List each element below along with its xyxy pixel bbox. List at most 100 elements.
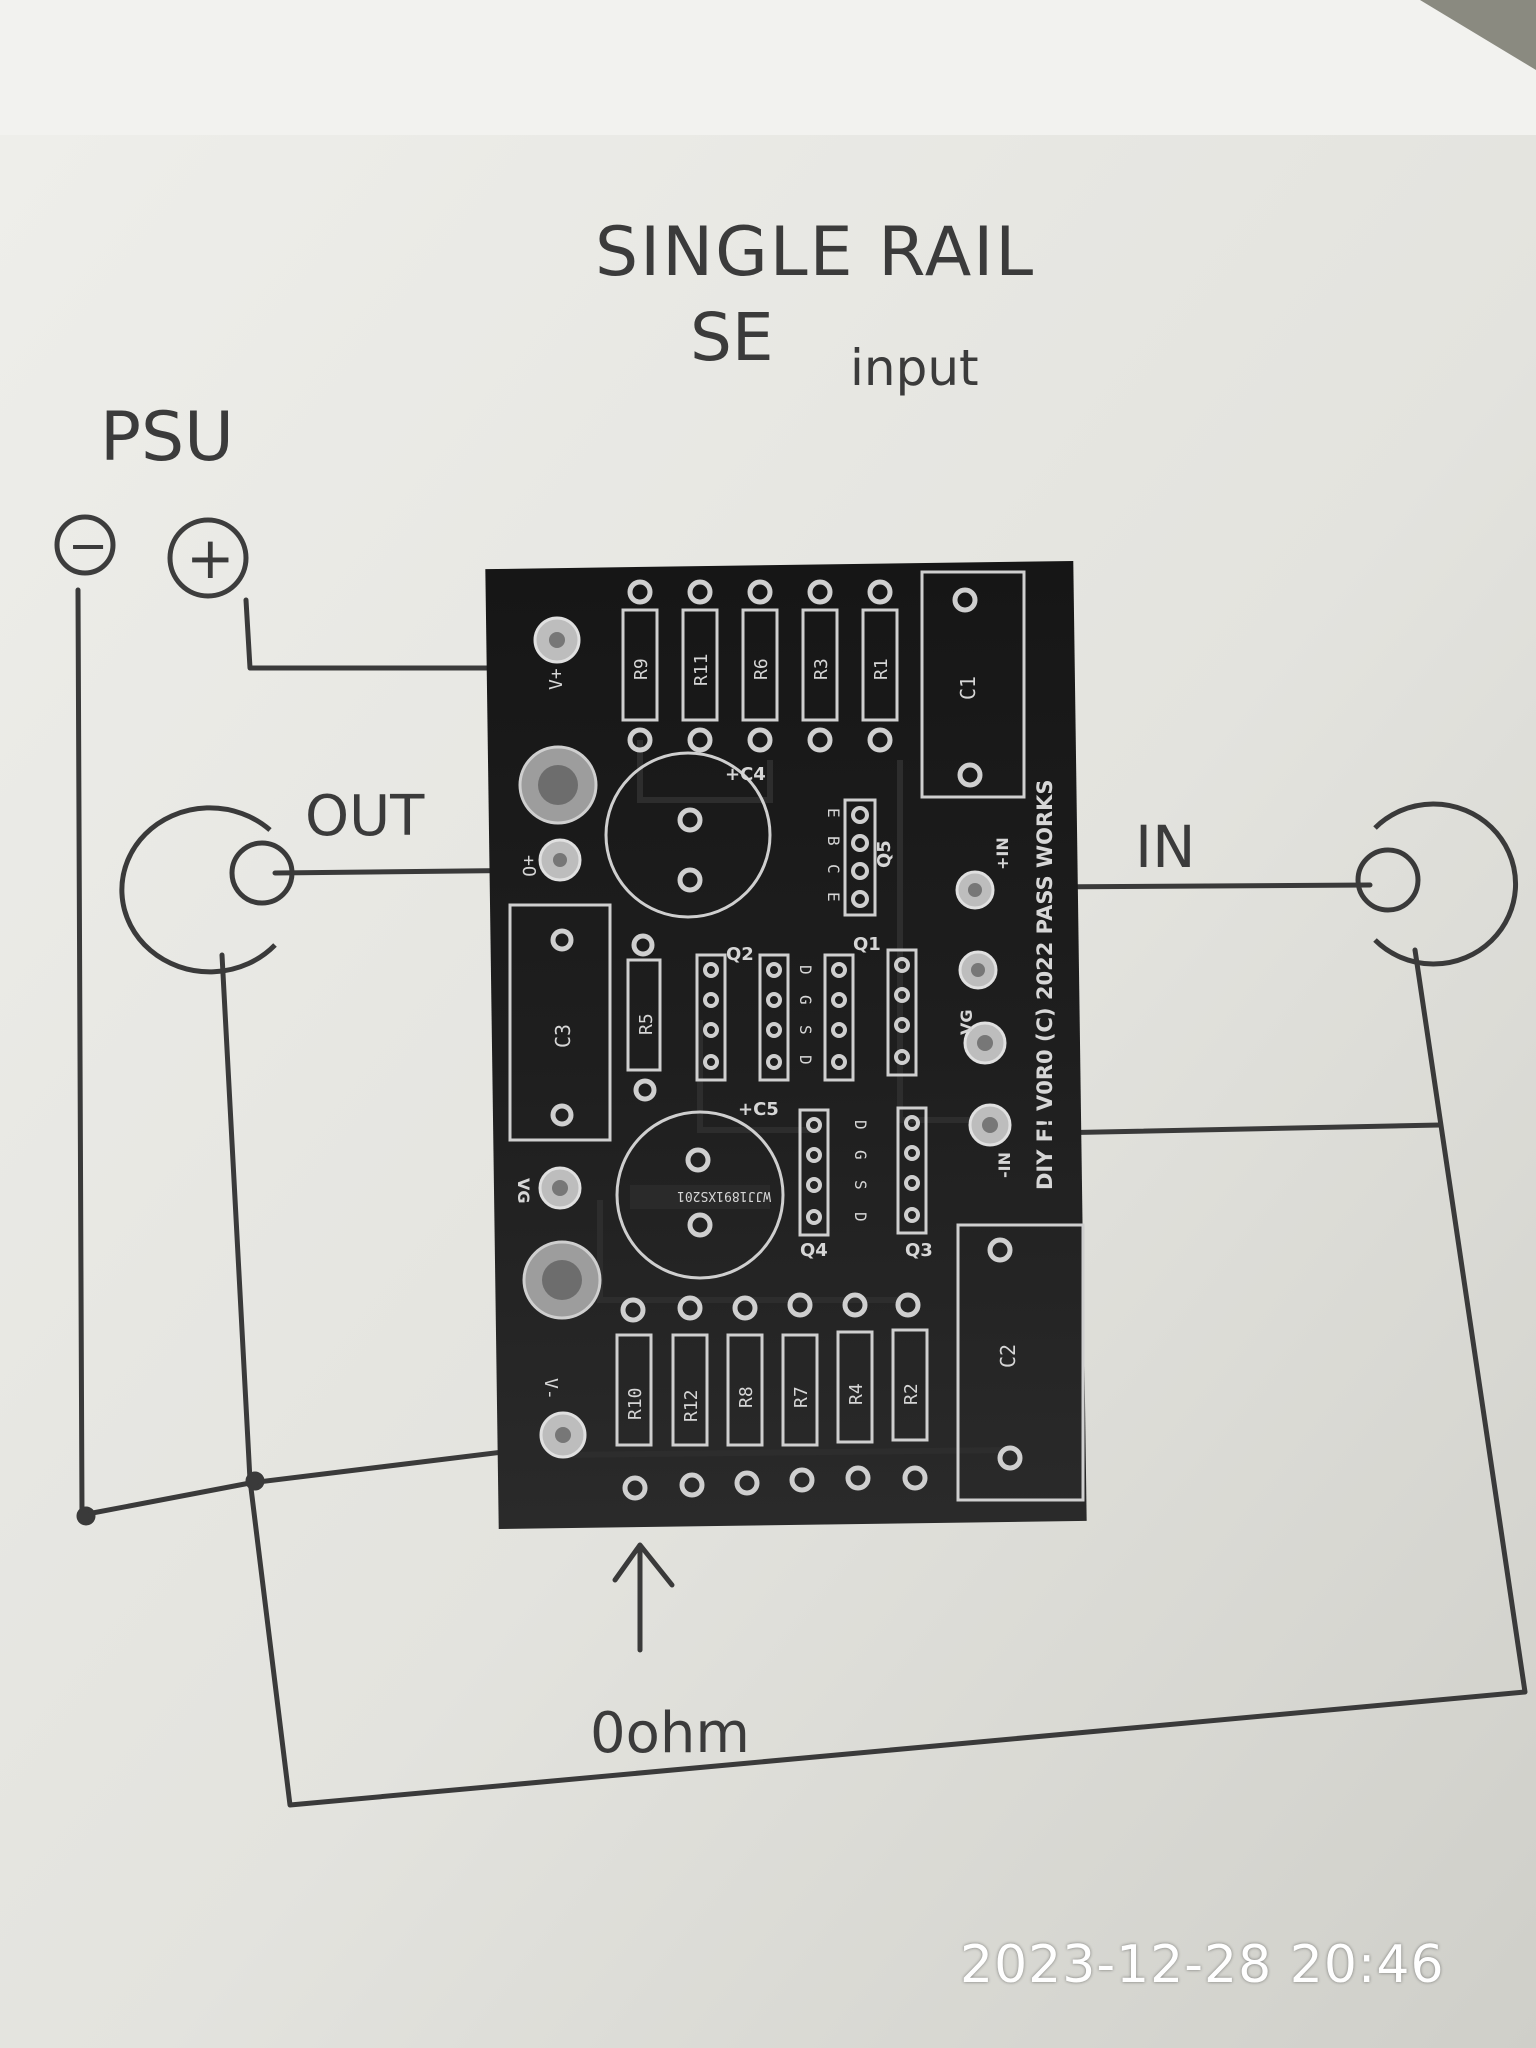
resistor-r9: R9	[621, 579, 659, 753]
q5-pin-1: E	[824, 808, 843, 818]
q5-pin-4: E	[824, 892, 843, 902]
title-line-2-small: input	[850, 339, 979, 397]
resistor-r3: R3	[801, 579, 839, 753]
in-label: IN	[1135, 813, 1196, 881]
label-q3: Q3	[905, 1240, 933, 1261]
label-out-plus: +O	[518, 855, 539, 877]
label-r11: R11	[691, 653, 712, 686]
label-r5: R5	[636, 1013, 657, 1035]
psu-plus-terminal	[167, 517, 249, 599]
q4-pin-1: D	[851, 1120, 870, 1130]
jumper-arrow-head	[612, 1542, 675, 1588]
pcb-credit: DIY F! V0R0 (C) 2022 PASS WORKS	[1033, 779, 1057, 1190]
label-vg-left: VG	[514, 1178, 533, 1204]
title-line-2: SE	[690, 299, 774, 376]
resistor-r12: R12	[671, 1295, 709, 1498]
resistor-r6: R6	[741, 579, 779, 753]
wire-in-signal	[1032, 882, 1373, 890]
psu-label: PSU	[100, 398, 234, 477]
capacitor-c2: C2	[956, 1223, 1085, 1502]
top-resistors: R9 R11 R6 R3	[621, 579, 899, 753]
label-c3: C3	[551, 1024, 575, 1048]
resistor-r2: R2	[891, 1292, 929, 1491]
wire-psu-plus	[243, 597, 503, 671]
capacitor-c5: WJJ1891XS201 +C5	[615, 1099, 785, 1280]
label-r6: R6	[751, 658, 772, 680]
pad-v-plus: V+	[533, 616, 581, 690]
transistor-q5: E B C E Q5	[824, 798, 895, 917]
q1-pin-2: G	[796, 995, 815, 1005]
label-r2: R2	[901, 1383, 922, 1405]
q5-pin-2: B	[824, 836, 843, 846]
q1-pin-4: D	[796, 1055, 815, 1065]
wire-out-ground	[219, 947, 1528, 1808]
bottom-resistors: R10 R12 R8 R7	[615, 1292, 929, 1501]
label-c1: C1	[956, 676, 980, 700]
out-label: OUT	[305, 784, 425, 849]
label-q1: Q1	[853, 934, 881, 955]
label-c5: +C5	[738, 1099, 779, 1120]
transistor-q3: Q3	[896, 1106, 933, 1261]
resistor-r4: R4	[836, 1292, 874, 1491]
label-r10: R10	[625, 1387, 646, 1420]
resistor-r5: R5	[626, 933, 662, 1102]
label-q2: Q2	[726, 944, 754, 965]
pad-in-plus: +IN	[955, 837, 1012, 910]
pad-in-minus: -IN	[968, 1103, 1014, 1178]
q5-pin-3: C	[824, 864, 843, 874]
resistor-r10: R10	[615, 1297, 653, 1501]
label-in-plus: +IN	[993, 837, 1012, 870]
capacitor-c3: C3	[508, 903, 612, 1142]
pad-out-plus: +O	[518, 838, 582, 882]
label-r8: R8	[736, 1386, 757, 1408]
in-jack	[1355, 801, 1519, 967]
q4-pin-4: D	[851, 1212, 870, 1222]
photo-timestamp: 2023-12-28 20:46	[960, 1935, 1445, 1995]
label-v-plus: V+	[546, 668, 567, 690]
resistor-r7: R7	[781, 1292, 819, 1493]
label-r1: R1	[871, 658, 892, 680]
capacitor-c1: C1	[920, 570, 1026, 799]
pad-vg-right	[958, 950, 998, 990]
title-line-1: SINGLE RAIL	[595, 213, 1035, 292]
junction-dot-1	[76, 1506, 96, 1526]
psu-plus-sign: +	[186, 524, 235, 592]
pad-vg-right-2: VG	[957, 1009, 1007, 1065]
label-r9: R9	[631, 658, 652, 680]
label-r12: R12	[681, 1389, 702, 1422]
psu-minus-sign: −	[68, 518, 108, 574]
label-r4: R4	[846, 1383, 867, 1405]
label-q4: Q4	[800, 1240, 828, 1261]
out-jack	[119, 805, 295, 975]
mount-hole-bottom	[522, 1240, 602, 1320]
pcb-board: R9 R11 R6 R3	[485, 560, 1087, 1530]
capacitor-c4: +C4	[604, 751, 772, 919]
q1-pin-3: S	[796, 1025, 815, 1035]
jumper-label: 0ohm	[590, 1701, 750, 1766]
resistor-r8: R8	[726, 1295, 764, 1496]
transistor-q2: Q2	[695, 944, 790, 1082]
psu-minus-terminal	[54, 514, 116, 576]
resistor-r11: R11	[681, 579, 719, 753]
label-vg-right: VG	[957, 1009, 976, 1035]
c5-print: WJJ1891XS201	[677, 1188, 771, 1203]
wire-psu-minus	[75, 587, 563, 1518]
label-in-minus: -IN	[995, 1152, 1014, 1178]
label-r7: R7	[791, 1386, 812, 1408]
wire-in-minus	[1047, 1122, 1443, 1136]
pad-v-minus: V-	[539, 1378, 587, 1459]
mount-hole-top	[518, 745, 598, 825]
label-c2: C2	[996, 1344, 1020, 1368]
q1-pin-1: D	[796, 965, 815, 975]
transistor-q4: Q4 D G S D	[798, 1108, 870, 1261]
junction-dot-2	[245, 1471, 265, 1491]
q4-pin-3: S	[851, 1180, 870, 1190]
label-r3: R3	[811, 658, 832, 680]
pad-vg-left: VG	[514, 1166, 582, 1210]
wiring	[75, 587, 1528, 1808]
label-q5: Q5	[874, 840, 895, 868]
label-v-minus: V-	[540, 1378, 561, 1400]
resistor-r1: R1	[861, 579, 899, 753]
transistor-q1: Q1 D G S D	[796, 934, 918, 1082]
